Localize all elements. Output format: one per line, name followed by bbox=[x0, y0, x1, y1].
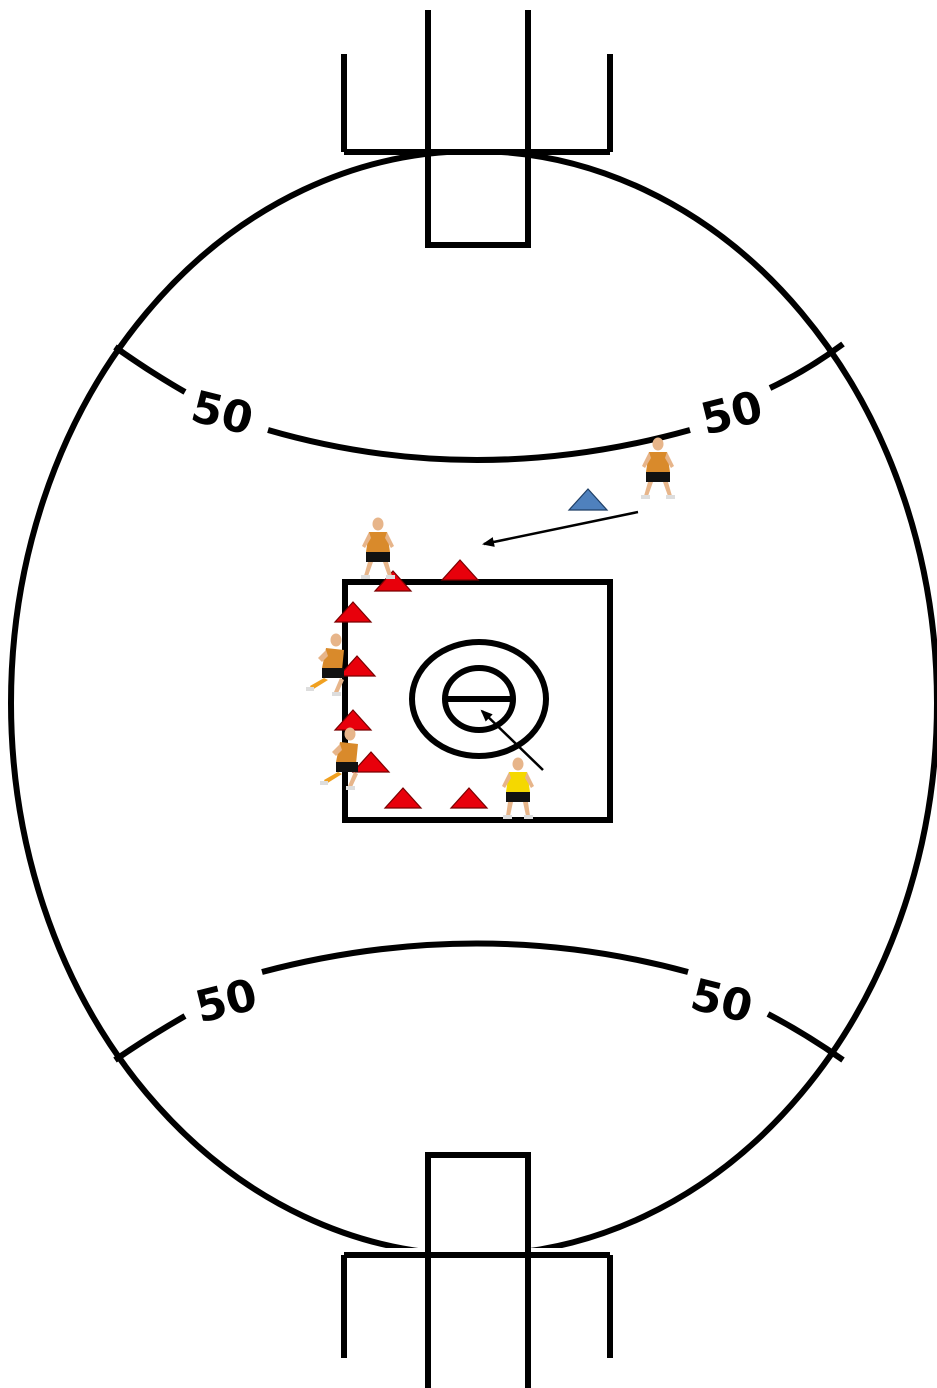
red-cone-icon bbox=[335, 602, 371, 622]
player-orange-icon bbox=[361, 518, 395, 580]
bottom-fifty-arc-left bbox=[115, 1016, 185, 1060]
blue-cone-icon bbox=[569, 489, 607, 510]
top-fifty-label-right: 50 bbox=[696, 381, 768, 445]
top-fifty-arc-middle bbox=[268, 430, 690, 460]
player-orange-icon bbox=[320, 728, 358, 791]
field-boundary bbox=[11, 151, 937, 1255]
bottom-goal-posts bbox=[344, 1155, 610, 1388]
pass-arrow bbox=[484, 512, 638, 544]
red-cone-icon bbox=[335, 710, 371, 730]
player-yellow-icon bbox=[502, 758, 534, 820]
player-orange-icon bbox=[306, 634, 344, 697]
bottom-fifty-arc-right bbox=[768, 1014, 843, 1060]
bottom-fifty-label-left: 50 bbox=[190, 969, 262, 1033]
top-fifty-arc-right bbox=[770, 344, 843, 388]
bottom-fifty-label-right: 50 bbox=[686, 969, 758, 1033]
top-fifty-label-left: 50 bbox=[186, 381, 258, 445]
red-cone-icon bbox=[442, 560, 478, 580]
red-cone-icon bbox=[385, 788, 421, 808]
top-fifty-arc-left bbox=[115, 347, 185, 392]
run-arrow bbox=[482, 711, 543, 770]
player-orange-icon bbox=[641, 438, 675, 500]
bottom-fifty-arc-middle bbox=[262, 944, 688, 973]
red-cone-icon bbox=[451, 788, 487, 808]
red-cone-icon bbox=[353, 752, 389, 772]
top-goal-posts bbox=[344, 10, 610, 245]
